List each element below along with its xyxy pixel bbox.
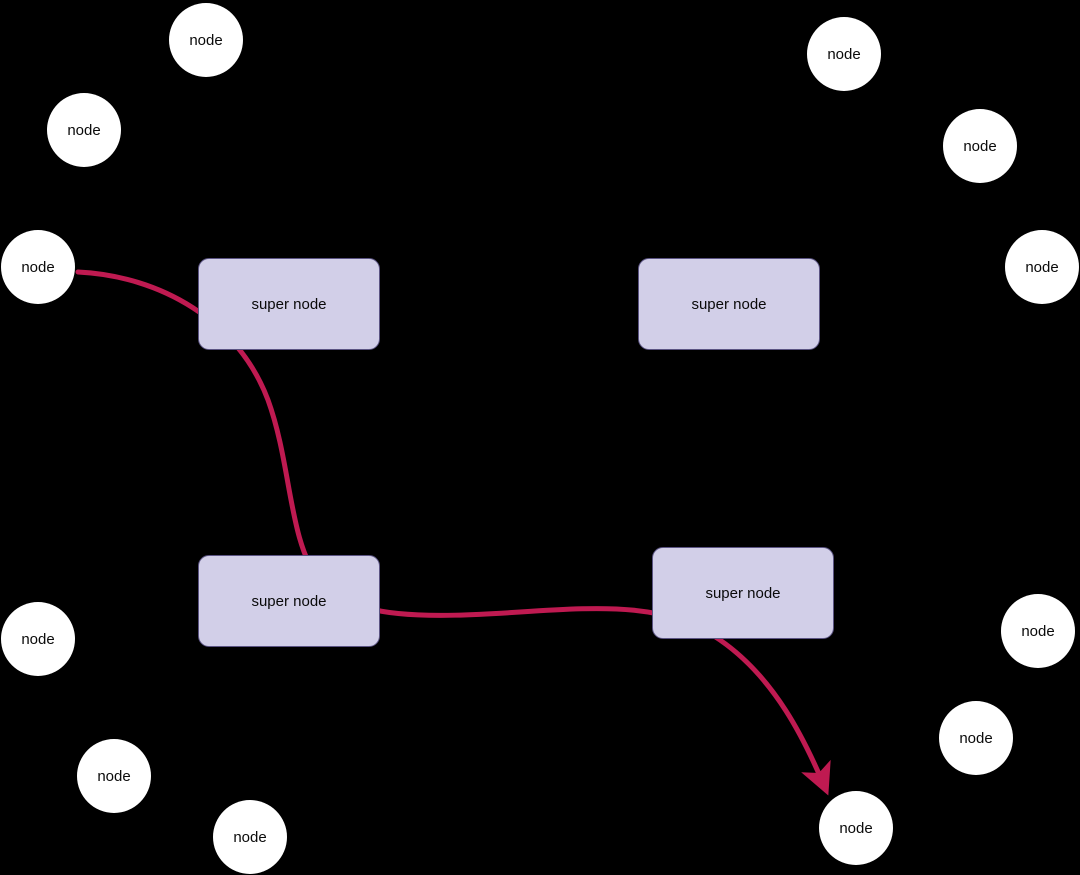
node-label: node — [21, 258, 55, 276]
node[interactable]: node — [819, 791, 893, 865]
node-label: node — [827, 45, 861, 63]
node-label: node — [959, 729, 993, 747]
node[interactable]: node — [1001, 594, 1075, 668]
node[interactable]: node — [1005, 230, 1079, 304]
super-node[interactable]: super node — [652, 547, 834, 639]
super-node-label: super node — [251, 592, 327, 610]
node[interactable]: node — [943, 109, 1017, 183]
node-label: node — [1025, 258, 1059, 276]
super-node-label: super node — [691, 295, 767, 313]
super-node[interactable]: super node — [638, 258, 820, 350]
node-label: node — [233, 828, 267, 846]
super-node[interactable]: super node — [198, 555, 380, 647]
node-label: node — [97, 767, 131, 785]
node-label: node — [963, 137, 997, 155]
node-label: node — [1021, 622, 1055, 640]
node[interactable]: node — [1, 602, 75, 676]
node-label: node — [839, 819, 873, 837]
node-label: node — [189, 31, 223, 49]
node-label: node — [21, 630, 55, 648]
node[interactable]: node — [77, 739, 151, 813]
super-node-label: super node — [251, 295, 327, 313]
node[interactable]: node — [213, 800, 287, 874]
node[interactable]: node — [939, 701, 1013, 775]
node[interactable]: node — [47, 93, 121, 167]
node[interactable]: node — [169, 3, 243, 77]
node[interactable]: node — [807, 17, 881, 91]
node-label: node — [67, 121, 101, 139]
super-node-label: super node — [705, 584, 781, 602]
node[interactable]: node — [1, 230, 75, 304]
super-node[interactable]: super node — [198, 258, 380, 350]
